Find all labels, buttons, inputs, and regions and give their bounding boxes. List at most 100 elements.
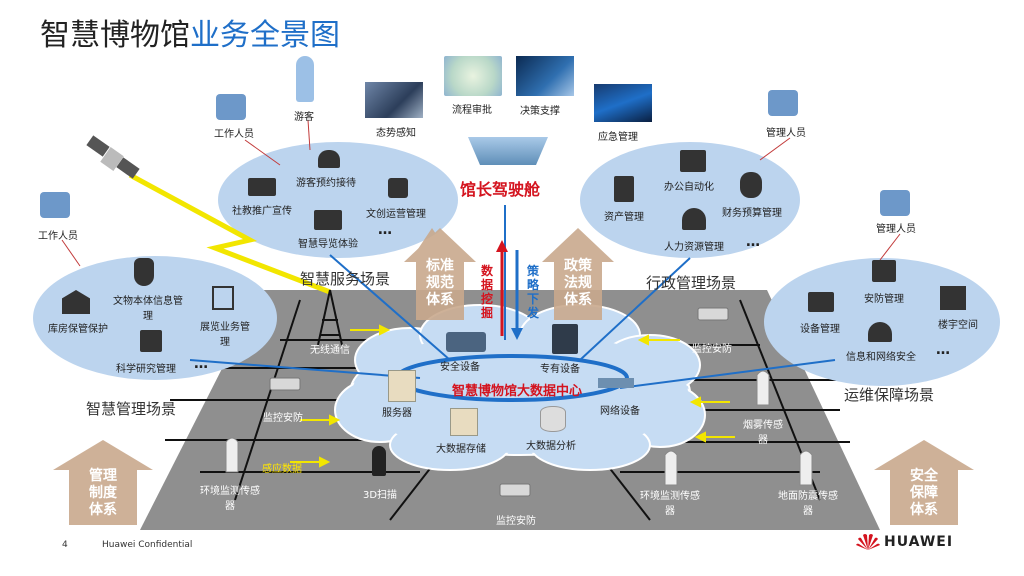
- office-icon: [680, 150, 706, 172]
- approval-photo: [444, 56, 502, 96]
- creative-icon: [388, 178, 408, 198]
- mgmt-item-storage: 库房保管保护: [48, 324, 108, 335]
- service-ellipse: [218, 142, 458, 258]
- guide-icon: [314, 210, 342, 230]
- title-part1: 智慧博物馆: [40, 18, 190, 53]
- huawei-logo: HUAWEI: [856, 533, 953, 551]
- admin-more: …: [746, 234, 760, 250]
- money-bag-icon: [740, 172, 762, 198]
- policy-down-arrow: [511, 328, 523, 340]
- core-item-storage: 大数据存储: [436, 444, 486, 455]
- smoke-sensor-label: 烟雾传感器: [743, 420, 783, 446]
- service-item-promotion: 社教推广宣传: [232, 206, 292, 217]
- framework-arrows: [53, 228, 974, 525]
- service-item-reception: 游客预约接待: [296, 178, 356, 189]
- admin-item-asset: 资产管理: [604, 212, 644, 223]
- person-connectors: [61, 119, 901, 267]
- cockpit-title: 馆长驾驶舱: [460, 180, 541, 199]
- emergency-photo: [594, 84, 652, 122]
- cameras: [269, 307, 729, 497]
- visitor-label: 游客: [294, 112, 314, 123]
- ops-item-infosec: 信息和网络安全: [846, 352, 916, 363]
- ops-item-security: 安防管理: [864, 294, 904, 305]
- cockpit-item-decision: 决策支撑: [520, 106, 560, 117]
- promotion-icon: [248, 178, 276, 196]
- security-framework-label: 安全保障体系: [910, 468, 938, 518]
- asset-icon: [614, 176, 634, 202]
- research-icon: [140, 330, 162, 352]
- monitor-tl-label: 监控安防: [692, 344, 732, 355]
- mgmt-item-exhibition: 展览业务管理: [200, 322, 250, 348]
- wifi-lock-icon: [868, 322, 892, 342]
- staff-top-label: 工作人员: [214, 129, 254, 140]
- staff-icon: [40, 192, 70, 218]
- core-title: 智慧博物馆大数据中心: [451, 384, 582, 399]
- confidential-label: Huawei Confidential: [102, 540, 193, 550]
- blue-connectors: [189, 205, 836, 389]
- env-sensor-right-label: 环境监测传感器: [640, 491, 700, 517]
- brand-name: HUAWEI: [884, 534, 954, 550]
- sensors: [225, 370, 813, 486]
- mining-arrow: [496, 240, 508, 252]
- tower: [317, 289, 343, 346]
- data-mining-label: 数据挖掘: [480, 264, 493, 320]
- cockpit-photo: [468, 137, 548, 165]
- security-guard-icon: [872, 260, 896, 282]
- admin-ellipse: [580, 142, 800, 258]
- management-framework-label: 管理制度体系: [89, 468, 117, 518]
- env-sensor-left-label: 环境监测传感器: [200, 486, 260, 512]
- dedicated-device-icon: [552, 324, 578, 354]
- strategy-issue-label: 策略下发: [526, 264, 539, 320]
- admin-item-hr: 人力资源管理: [664, 242, 724, 253]
- cockpit-item-approval: 流程审批: [452, 105, 492, 116]
- service-item-creative: 文创运营管理: [366, 209, 426, 220]
- security-device-icon: [446, 332, 486, 352]
- mgmt-scene-name: 智慧管理场景: [86, 400, 177, 418]
- core-item-dedicated: 专有设备: [540, 364, 580, 375]
- service-scene-name: 智慧服务场景: [300, 270, 391, 288]
- policy-framework-label: 政策法规体系: [564, 258, 592, 308]
- title-part2: 业务全景图: [190, 18, 340, 53]
- manager-top-label: 管理人员: [766, 128, 806, 139]
- page-title: 智慧博物馆业务全景图: [40, 10, 340, 54]
- situation-photo: [365, 82, 423, 118]
- ops-item-building: 楼宇空间: [938, 320, 978, 331]
- mgmt-item-relic-info: 文物本体信息管理: [113, 296, 183, 322]
- monitor-left-label: 监控安防: [263, 413, 303, 424]
- scanner-icon: [372, 446, 386, 476]
- vase-icon: [134, 258, 154, 286]
- staff-left-label: 工作人员: [38, 231, 78, 242]
- mgmt-item-research: 科学研究管理: [116, 364, 176, 375]
- admin-item-office: 办公自动化: [664, 182, 714, 193]
- equipment-icon: [808, 292, 834, 312]
- ops-scene-name: 运维保障场景: [844, 386, 935, 404]
- sense-data-label: 感应数据: [262, 464, 302, 475]
- standard-framework-label: 标准规范体系: [426, 258, 454, 308]
- yellow-arrows: [290, 324, 735, 468]
- satellite: [86, 135, 140, 179]
- network-device-icon: [598, 378, 634, 388]
- ops-item-equipment: 设备管理: [800, 324, 840, 335]
- cockpit-item-situation: 态势感知: [376, 128, 416, 139]
- admin-scene-name: 行政管理场景: [646, 274, 737, 292]
- admin-item-finance: 财务预算管理: [722, 208, 782, 219]
- mgmt-more: …: [194, 356, 208, 372]
- wireless-label: 无线通信: [310, 345, 350, 356]
- monitor-bottom-label: 监控安防: [496, 516, 536, 527]
- manager-icon: [768, 90, 798, 116]
- manager-right-label: 管理人员: [876, 224, 916, 235]
- analytics-icon: [540, 406, 566, 432]
- decision-photo: [516, 56, 574, 96]
- staff-icon: [216, 94, 246, 120]
- storage-icon: [450, 408, 478, 436]
- service-item-guide: 智慧导览体验: [298, 239, 358, 250]
- service-more: …: [378, 222, 392, 238]
- core-item-analytics: 大数据分析: [526, 441, 576, 452]
- page-number: 4: [62, 540, 68, 550]
- ops-more: …: [936, 342, 950, 358]
- lightning-bolt: [128, 172, 331, 295]
- cockpit-item-emergency: 应急管理: [598, 132, 638, 143]
- huawei-flower-icon: [856, 534, 880, 550]
- visitor-icon: [296, 56, 314, 102]
